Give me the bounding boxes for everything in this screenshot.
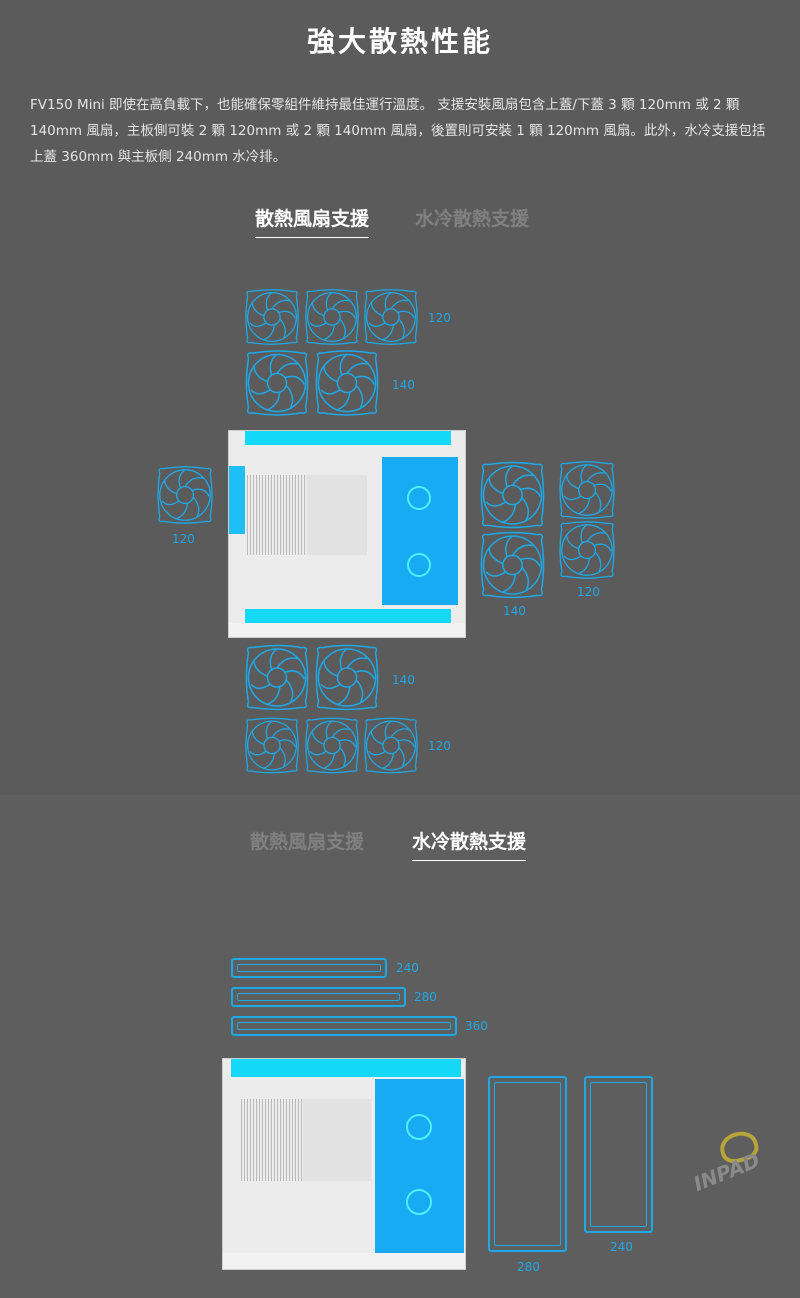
radiator-240-side (584, 1076, 653, 1233)
tab-fan-support[interactable]: 散熱風扇支援 (255, 204, 370, 238)
radiator-360 (231, 1016, 457, 1036)
fan-icon (557, 460, 617, 520)
fan-size-label: 120 (172, 532, 195, 546)
radiator-size-label: 280 (517, 1260, 540, 1274)
radiator-280 (231, 987, 406, 1007)
fan-size-label: 140 (503, 604, 526, 618)
radiator-size-label: 280 (414, 990, 437, 1004)
fan-icon (313, 643, 381, 712)
fan-icon (243, 716, 301, 775)
tab-liquid-support[interactable]: 水冷散熱支援 (415, 208, 530, 230)
fan-icon (303, 288, 361, 346)
fan-icon (362, 716, 420, 775)
fan-icon (243, 643, 311, 712)
tab-fan-support-2[interactable]: 散熱風扇支援 (250, 831, 365, 853)
radiator-size-label: 360 (465, 1019, 488, 1033)
radiator-size-label: 240 (610, 1240, 633, 1254)
radiator-size-label: 240 (396, 961, 419, 975)
radiator-240 (231, 958, 387, 978)
pc-case-image (228, 430, 466, 638)
fan-size-label: 140 (392, 673, 415, 687)
fan-icon (155, 465, 215, 525)
fan-icon (313, 348, 381, 418)
fan-icon (478, 530, 547, 600)
fan-size-label: 120 (428, 739, 451, 753)
fan-icon (557, 520, 617, 580)
fan-icon (243, 288, 301, 346)
fan-icon (478, 460, 547, 530)
tab-liquid-support-2[interactable]: 水冷散熱支援 (412, 827, 527, 861)
description: FV150 Mini 即使在高負載下，也能確保零組件維持最佳運行溫度。 支援安裝… (30, 97, 766, 165)
pc-case-image (222, 1058, 466, 1270)
inpad-logo: INPAD (690, 1127, 785, 1200)
page-title: 強大散熱性能 (306, 25, 493, 58)
fan-icon (243, 348, 311, 418)
fan-icon (303, 716, 361, 775)
radiator-280-side (488, 1076, 567, 1252)
fan-icon (362, 288, 420, 346)
fan-size-label: 120 (577, 585, 600, 599)
fan-size-label: 140 (392, 378, 415, 392)
fan-size-label: 120 (428, 311, 451, 325)
